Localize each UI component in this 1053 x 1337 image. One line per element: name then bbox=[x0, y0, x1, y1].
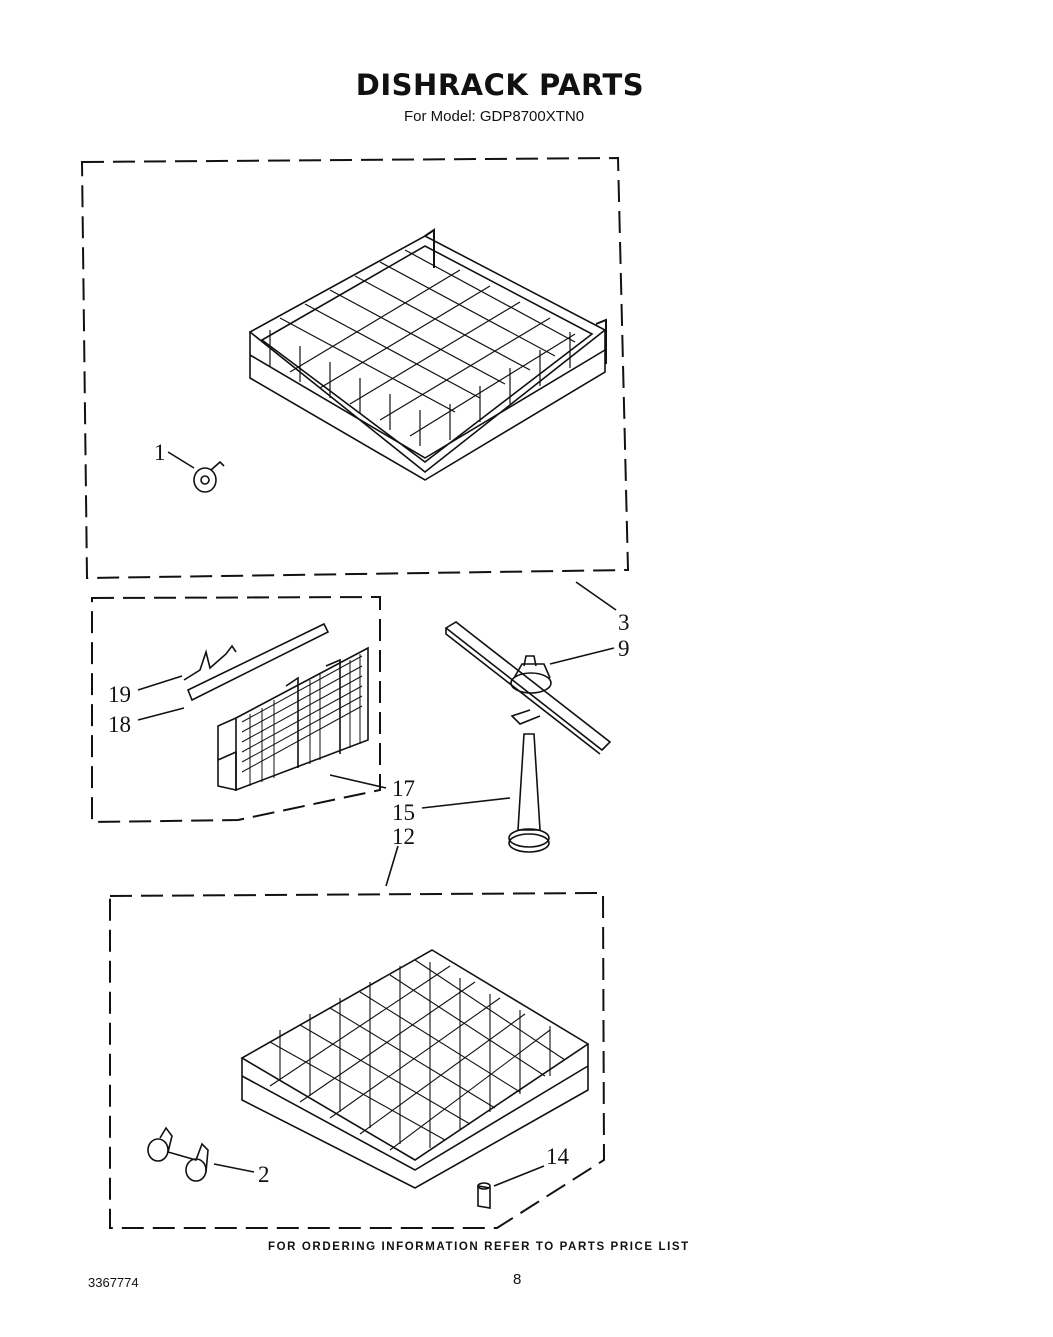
callout-15: 15 bbox=[392, 800, 415, 825]
page-number: 8 bbox=[513, 1271, 522, 1288]
lower-rack-boundary bbox=[109, 891, 606, 1229]
stud-part bbox=[477, 1182, 491, 1209]
ordering-footer: FOR ORDERING INFORMATION REFER TO PARTS … bbox=[268, 1241, 690, 1253]
wheel-part bbox=[193, 460, 225, 493]
page-title: DISHRACK PARTS bbox=[355, 68, 645, 102]
callout-9: 9 bbox=[618, 636, 630, 661]
basket-boundary bbox=[91, 595, 381, 824]
callout-12: 12 bbox=[392, 824, 415, 849]
leader-2 bbox=[213, 1163, 255, 1173]
basket-leaders bbox=[137, 675, 387, 789]
leader-14 bbox=[493, 1165, 545, 1187]
callout-2: 2 bbox=[258, 1162, 270, 1187]
upper-rack-illustration bbox=[248, 228, 607, 481]
callout-18: 18 bbox=[108, 712, 131, 737]
lower-wheels-part bbox=[147, 1126, 209, 1182]
leader-1 bbox=[167, 451, 195, 469]
callout-14: 14 bbox=[546, 1144, 570, 1169]
callout-19: 19 bbox=[108, 682, 131, 707]
spray-leaders bbox=[385, 647, 615, 887]
lower-rack-illustration bbox=[240, 949, 590, 1189]
spray-arm-illustration bbox=[444, 621, 612, 853]
callout-17: 17 bbox=[392, 776, 415, 801]
callout-1: 1 bbox=[154, 440, 166, 465]
upper-rack-boundary bbox=[80, 156, 630, 580]
model-subtitle: For Model: GDP8700XTN0 bbox=[404, 108, 585, 125]
basket-illustration bbox=[183, 622, 369, 792]
leader-3 bbox=[575, 581, 617, 611]
callout-3: 3 bbox=[618, 610, 630, 635]
document-number: 3367774 bbox=[88, 1275, 139, 1290]
